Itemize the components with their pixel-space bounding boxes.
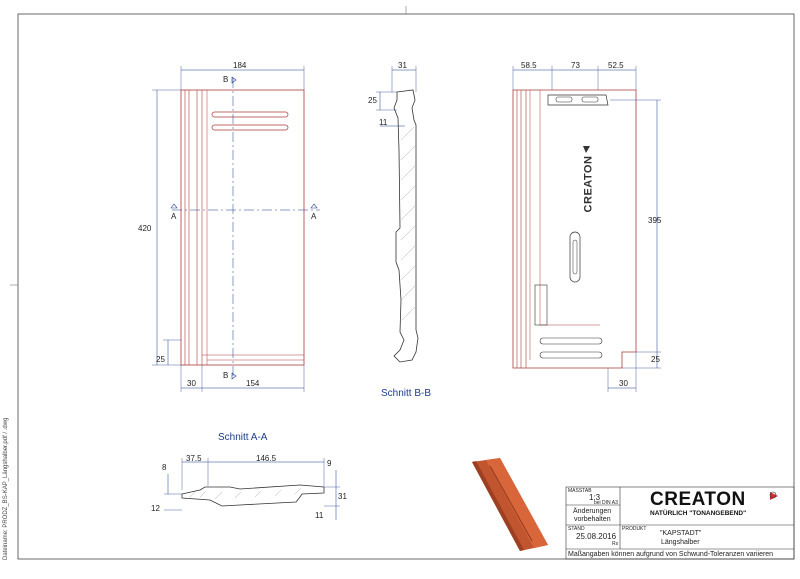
product-label: PRODUKT (622, 526, 647, 532)
dim-bb-25: 25 (368, 96, 377, 105)
section-marker-a-left: A (171, 212, 177, 221)
disclaimer: Maßangaben können aufgrund von Schwund-T… (568, 551, 774, 558)
front-view-drawing (152, 66, 320, 392)
product-name: "KAPSTADT" (660, 530, 702, 537)
dim-back-395: 395 (648, 216, 662, 225)
section-aa-title: Schnitt A-A (218, 432, 268, 443)
changes-label: Änderungen (573, 508, 612, 515)
changes-value: vorbehalten (574, 516, 611, 523)
date-value: 25.08.2016 (576, 532, 617, 541)
creaton-tagline: NATÜRLICH "TONANGEBEND" (650, 510, 747, 517)
section-bb-drawing (376, 66, 419, 363)
dim-aa-8: 8 (162, 463, 167, 472)
section-marker-a-right: A (311, 212, 317, 221)
dim-bb-top: 31 (398, 61, 407, 70)
file-name-label: Dateiname: PRODZ_BS-KAP_Längshalber.pdf … (3, 417, 9, 560)
section-marker-b-top: B (223, 75, 229, 84)
roof-tile-illustration (472, 458, 548, 551)
section-aa-drawing (164, 458, 340, 520)
title-block-frame (565, 486, 795, 560)
dim-aa-146: 146.5 (256, 454, 277, 463)
tile-brand-stamp: CREATON (582, 155, 595, 213)
section-bb-title: Schnitt B-B (381, 388, 432, 399)
creaton-logo: CREATON (650, 489, 746, 510)
dim-bb-11: 11 (379, 118, 388, 127)
author-initials: Rs (612, 541, 619, 547)
dim-front-height: 420 (138, 224, 152, 233)
dim-aa-11: 11 (315, 511, 324, 520)
dim-aa-37: 37.5 (186, 454, 202, 463)
section-marker-b-bottom: B (223, 371, 229, 380)
dim-aa-9: 9 (327, 459, 332, 468)
dim-back-58: 58.5 (521, 61, 537, 70)
dim-front-bottom: 25 (156, 355, 165, 364)
scale-note: bei DIN A3 (594, 500, 618, 506)
back-view-drawing (512, 66, 661, 392)
dim-back-73: 73 (571, 61, 580, 70)
date-label: STAND (568, 526, 585, 532)
dim-back-30: 30 (619, 379, 628, 388)
dim-aa-31: 31 (338, 492, 347, 501)
dim-front-right: 154 (246, 379, 260, 388)
dim-back-52: 52.5 (608, 61, 624, 70)
dim-back-25: 25 (651, 355, 660, 364)
product-variant: Längshalber (661, 539, 700, 546)
dim-front-left: 30 (187, 379, 196, 388)
dim-front-width: 184 (233, 61, 247, 70)
dim-aa-12: 12 (151, 504, 160, 513)
scale-label: MASSTAB (568, 488, 592, 494)
scale-value: 1:3 (589, 493, 601, 502)
